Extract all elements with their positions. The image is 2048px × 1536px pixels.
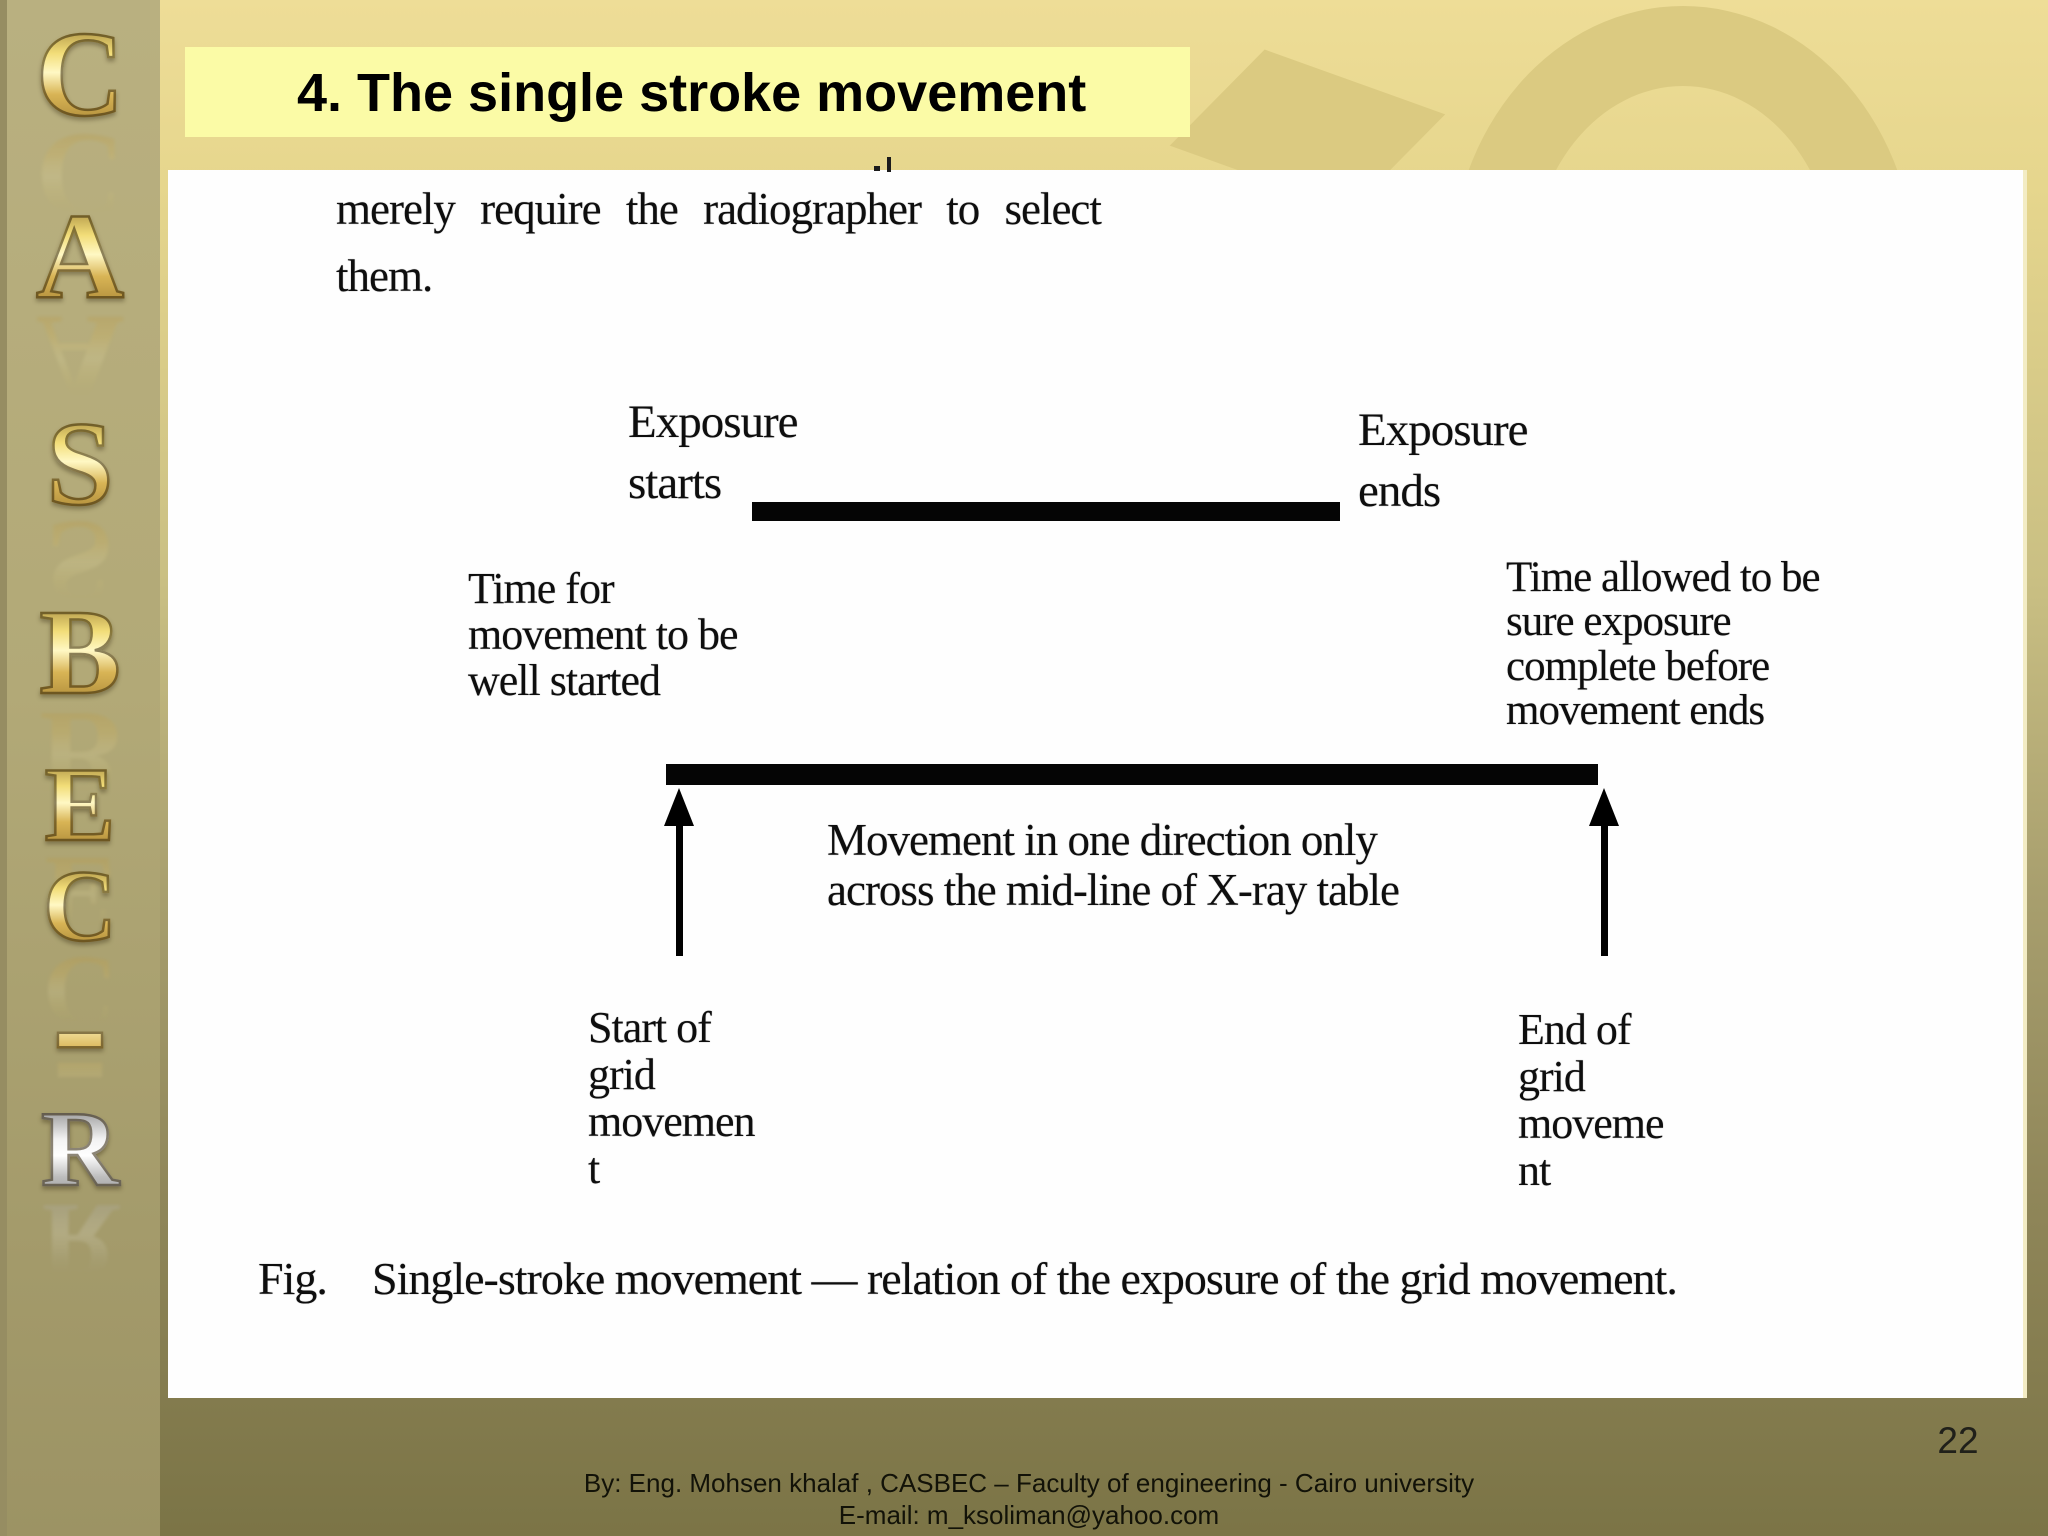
page-title: 4. The single stroke movement bbox=[297, 63, 1087, 123]
sidebar-letter-reflection: R bbox=[7, 1181, 153, 1300]
figure-caption-prefix: Fig. bbox=[258, 1253, 328, 1304]
sidebar-letter-text: S bbox=[7, 402, 153, 525]
sidebar-letter: R R bbox=[7, 1094, 153, 1300]
watermark-digit-one-shape bbox=[1169, 49, 1446, 172]
sidebar-letter: B B bbox=[7, 590, 153, 821]
sidebar-letter: A A bbox=[7, 194, 153, 425]
label-time-allowed: Time allowed to be sure exposure complet… bbox=[1506, 554, 1821, 734]
grid-movement-bar bbox=[666, 764, 1598, 785]
page-number: 22 bbox=[1937, 1420, 1979, 1461]
sidebar-letter-text: C bbox=[7, 12, 153, 137]
sidebar-letter: S S bbox=[7, 402, 153, 629]
figure-caption: Single-stroke movement — relation of the… bbox=[372, 1253, 1678, 1304]
sidebar-letter: C C bbox=[7, 854, 153, 1048]
paragraph-line: merely require the radiographer to selec… bbox=[336, 184, 1102, 234]
label-end-of-grid-movement: End of grid moveme nt bbox=[1518, 1005, 1665, 1196]
footer-email-line: E-mail: m_ksoliman@yahoo.com bbox=[838, 1500, 1220, 1530]
paragraph-line: them. bbox=[336, 251, 433, 301]
sidebar-letter-text: E bbox=[7, 750, 153, 859]
background-watermark bbox=[1150, 0, 1970, 172]
title-bar: 4. The single stroke movement bbox=[185, 47, 1190, 137]
label-exposure-ends: Exposure ends bbox=[1358, 404, 1529, 518]
label-movement-direction: Movement in one direction only across th… bbox=[827, 815, 1400, 915]
sidebar-letter-text: - bbox=[7, 937, 153, 1110]
body-paragraph: merely require the radiographer to selec… bbox=[336, 176, 1176, 310]
sidebar-letter: E E bbox=[7, 750, 153, 952]
label-time-for-movement: Time for movement to be well started bbox=[468, 564, 738, 706]
watermark-digit-zero-shape bbox=[1450, 6, 1916, 172]
footer-author-line: By: Eng. Mohsen khalaf , CASBEC – Facult… bbox=[583, 1468, 1475, 1498]
scan-artifact bbox=[874, 157, 896, 173]
sidebar-letter-text: R bbox=[7, 1094, 153, 1205]
sidebar-letter-text: B bbox=[7, 590, 153, 715]
label-start-of-grid-movement: Start of grid movemen t bbox=[588, 1003, 756, 1194]
sidebar-letter: C C bbox=[7, 12, 153, 243]
label-exposure-starts: Exposure starts bbox=[628, 396, 799, 510]
sidebar-letter-dash: - - bbox=[7, 937, 153, 1181]
sidebar-letter-text: C bbox=[7, 854, 153, 959]
sidebar-letter-text: A bbox=[7, 194, 153, 319]
casbec-sidebar: C C A A S S B B E E C C - - R R bbox=[0, 0, 160, 1536]
exposure-duration-bar bbox=[752, 502, 1340, 521]
